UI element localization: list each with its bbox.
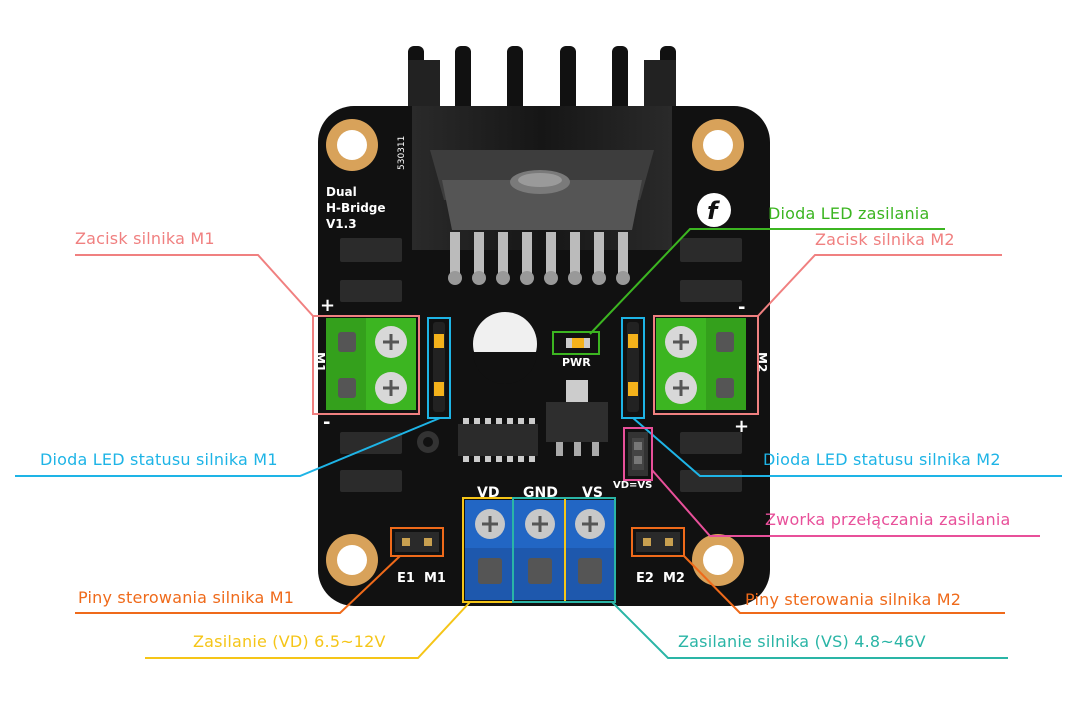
- vs-highlight: [512, 497, 616, 603]
- board-title-line-3: V1.3: [326, 217, 357, 231]
- heatsink-body: [412, 106, 672, 250]
- diodes-left: [340, 238, 402, 492]
- m2-pins-highlight: [631, 527, 685, 557]
- m1-led-leader: [15, 417, 441, 477]
- vdvs-label: VD=VS: [613, 480, 652, 491]
- m1-minus: -: [323, 412, 330, 433]
- vd-vs-jumper: [628, 432, 648, 476]
- callout-jumper: Zworka przełączania zasilania: [765, 510, 1011, 529]
- callout-vs: Zasilanie silnika (VS) 4.8~46V: [678, 632, 926, 651]
- driver-chip-pins: [448, 232, 630, 285]
- pwr-led-leader: [589, 228, 945, 335]
- logic-ic: [458, 418, 538, 462]
- m1-terminal-label: M1: [313, 352, 327, 372]
- m2-minus: -: [738, 297, 745, 318]
- logo-glyph: f: [707, 197, 720, 225]
- brand-logo: f: [697, 193, 731, 227]
- callout-m2-led: Dioda LED statusu silnika M2: [763, 450, 1001, 469]
- pwr-label: PWR: [562, 356, 591, 369]
- callout-m1-terminal: Zacisk silnika M1: [75, 229, 215, 248]
- vs-leader: [611, 601, 1008, 659]
- callout-pwr-led: Dioda LED zasilania: [768, 204, 930, 223]
- voltage-regulator: [546, 380, 608, 456]
- small-hole: [417, 431, 439, 453]
- m1-terminal-block: [326, 318, 416, 410]
- e2m2-label: E2 M2: [636, 571, 685, 586]
- callout-vd: Zasilanie (VD) 6.5~12V: [193, 632, 386, 651]
- board-title-line-2: H-Bridge: [326, 201, 386, 215]
- m1-plus: +: [320, 295, 335, 316]
- pwr-led-highlight: [552, 331, 600, 355]
- board-title-line-1: Dual: [326, 185, 357, 199]
- m2-status-led: [627, 322, 639, 412]
- m1-control-header: [395, 532, 439, 552]
- m2-terminal-leader: [757, 254, 1002, 317]
- jumper-leader: [651, 469, 1040, 537]
- capacitor: [473, 312, 537, 384]
- serial-number: 530311: [397, 136, 407, 170]
- m1-terminal-highlight: [312, 315, 420, 415]
- callout-m1-pins: Piny sterowania silnika M1: [78, 588, 295, 607]
- e1m1-label: E1 M1: [397, 571, 446, 586]
- m1-terminal-leader: [75, 254, 314, 317]
- m2-plus: +: [734, 416, 749, 437]
- m2-terminal-highlight: [653, 315, 759, 415]
- vd-leader: [145, 601, 471, 659]
- m2-terminal-block: [656, 318, 746, 410]
- pwr-led: [566, 338, 590, 348]
- power-terminal-block: [465, 500, 615, 600]
- m1-status-led: [433, 322, 445, 412]
- jumper-highlight: [623, 427, 653, 481]
- m1-pins-highlight: [390, 527, 444, 557]
- m2-control-header: [636, 532, 680, 552]
- callout-m1-led: Dioda LED statusu silnika M1: [40, 450, 278, 469]
- callout-m2-terminal: Zacisk silnika M2: [815, 230, 955, 249]
- mounting-holes: [326, 119, 744, 586]
- m2-led-leader: [632, 417, 1062, 477]
- callout-m2-pins: Piny sterowania silnika M2: [745, 590, 962, 609]
- m2-pins-leader: [683, 555, 1005, 614]
- m1-pins-leader: [75, 555, 401, 614]
